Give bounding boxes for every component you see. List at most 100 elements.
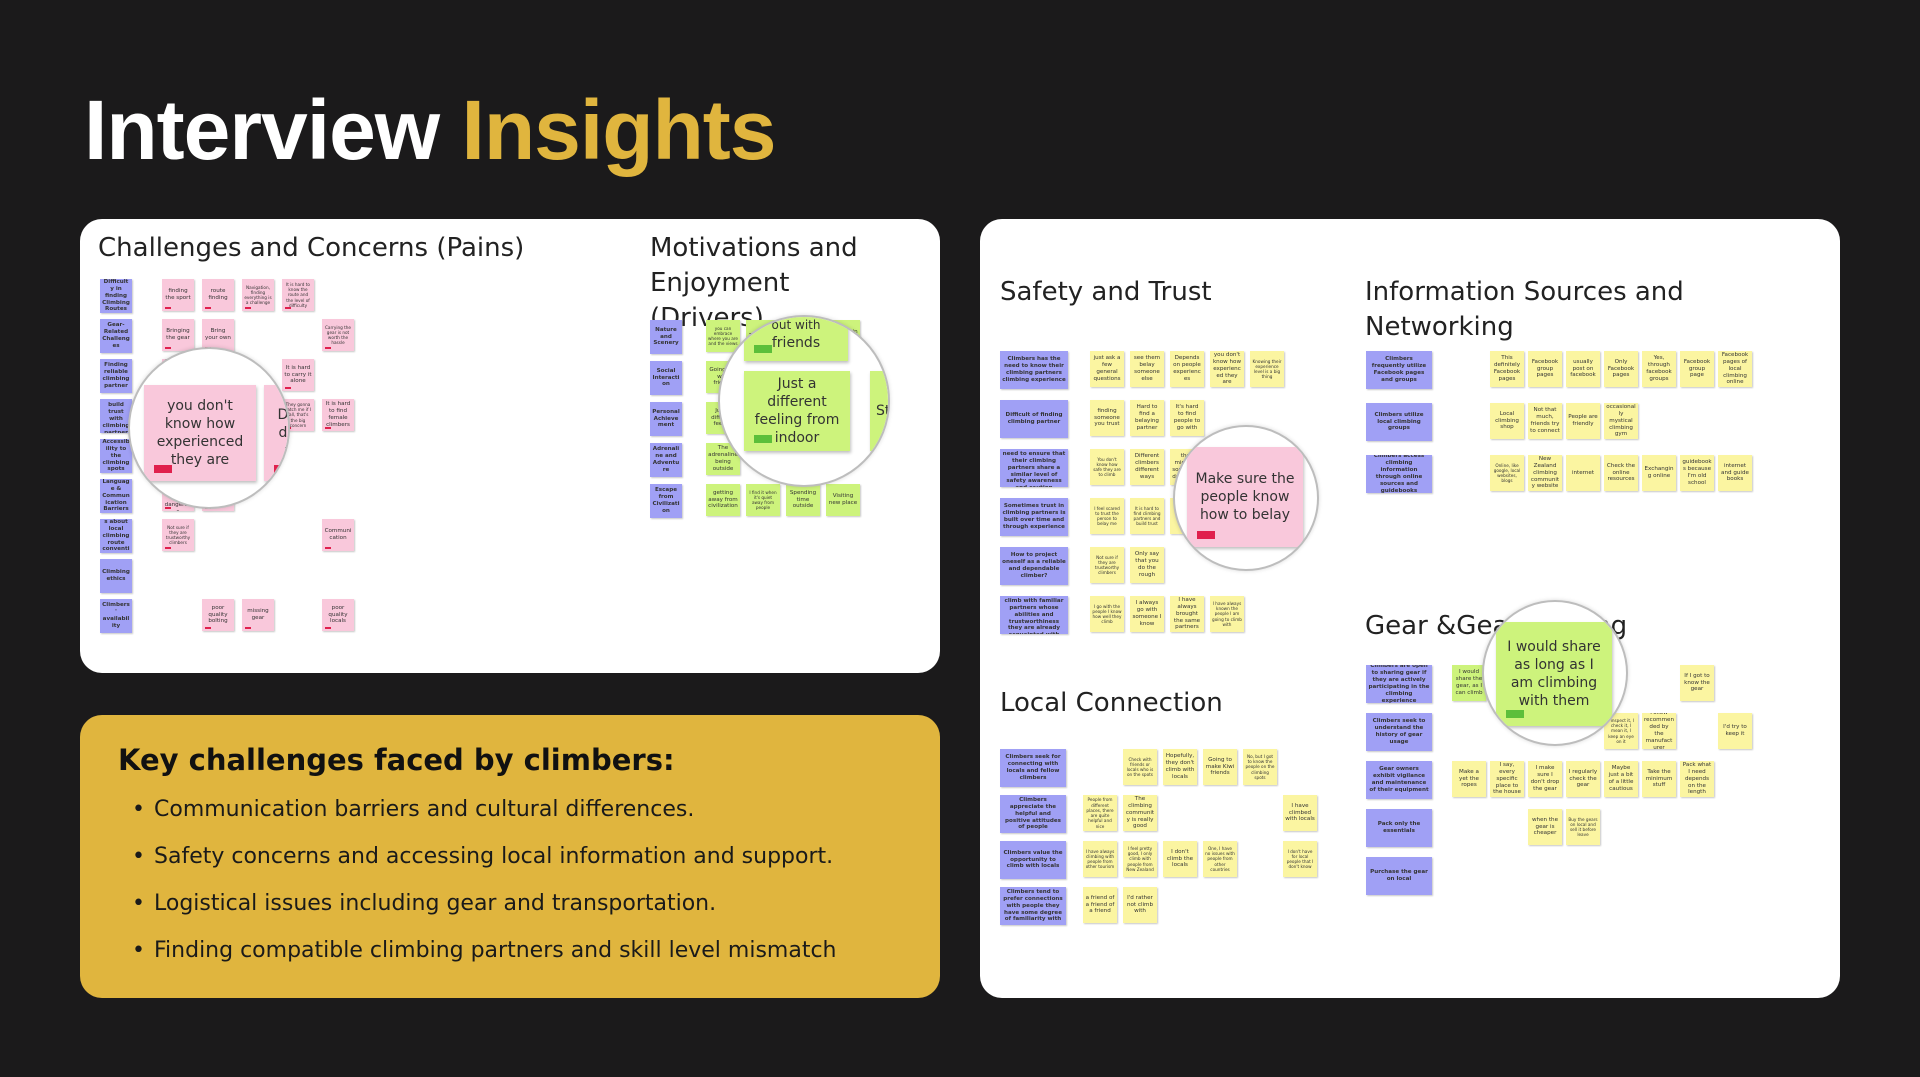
sticky-note: It is hard to know the route and the lev… <box>282 279 314 311</box>
sticky-note: finding someone you trust <box>1090 400 1124 436</box>
key-challenges-title: Key challenges faced by climbers: <box>118 743 675 777</box>
sticky-note: It's hard to find people to go with <box>1170 400 1204 436</box>
local-title: Local Connection <box>1000 688 1223 718</box>
sticky-note: just ask a few general questions <box>1090 351 1124 387</box>
sticky-note: poor quality locals <box>322 599 354 631</box>
sticky-note: poor quality bolting <box>202 599 234 631</box>
challenges-title: Challenges and Concerns (Pains) <box>98 233 525 263</box>
sticky-note: This definitely Facebook pages <box>1490 351 1524 387</box>
sticky-note: Navigation, finding everything is a chal… <box>242 279 274 311</box>
sticky-note: I regularly check the gear <box>1566 761 1600 797</box>
sticky-note: I'd rather not climb with <box>1123 887 1157 923</box>
sticky-note: I don't climb the locals <box>1163 841 1197 877</box>
category-label: How to project oneself as a reliable and… <box>1000 547 1068 585</box>
sticky-note: No, but I got to know the people on the … <box>1243 749 1277 785</box>
category-label: Finding reliable climbing partner <box>100 359 132 393</box>
sticky-note: Bringing the gear <box>162 319 194 351</box>
sticky-note: Facebook group pages <box>1528 351 1562 387</box>
challenges-motivations-board: Challenges and Concerns (Pains) Motivati… <box>80 219 940 673</box>
sticky-note: guidebooks because I'm old school <box>1680 455 1714 491</box>
category-label: Climbers utilize local climbing groups <box>1366 403 1432 441</box>
page-title: Interview Insights <box>84 83 777 177</box>
sticky-note: Knowing their experience level is a big … <box>1250 351 1284 387</box>
sticky-note: Buy the gears on local and sell it befor… <box>1566 809 1600 845</box>
category-label: Purchase the gear on local <box>1366 857 1432 895</box>
sticky-note: I have climbed with locals <box>1283 795 1317 831</box>
sticky-note: Depends on people experiences <box>1170 351 1204 387</box>
sticky-note: I say, every specific place to the house <box>1490 761 1524 797</box>
sticky-note: you don't know how experienced they are <box>1210 351 1244 387</box>
sticky-note: Facebook group page <box>1680 351 1714 387</box>
category-label: Personal Achievement <box>650 402 682 436</box>
sticky-note: I always go with someone I know <box>1130 596 1164 632</box>
sticky-note: a friend of a friend of a friend <box>1083 887 1117 923</box>
category-label: Climbers appreciate the helpful and posi… <box>1000 795 1066 833</box>
category-label: Concerns about local climbing route conv… <box>100 519 132 553</box>
category-label: Climbers value the opportunity to climb … <box>1000 841 1066 879</box>
zoom-sticky-note: Just a different feeling from indoor <box>744 371 850 451</box>
sticky-note: It is hard to find climbing partners and… <box>1130 498 1164 534</box>
sticky-note: Follow recommended by the manufacturer <box>1642 713 1676 749</box>
sticky-note: Online, like google, local websites, blo… <box>1490 455 1524 491</box>
category-label: Hard to build trust with climbing partne… <box>100 399 132 433</box>
sticky-note: Only say that you do the rough <box>1130 547 1164 583</box>
sticky-note: occasionally mystical climbing gym <box>1604 403 1638 439</box>
sticky-note: usually post on facebook <box>1566 351 1600 387</box>
sticky-note: Take the minimum stuff <box>1642 761 1676 797</box>
sticky-note: Facebook pages of local climbing online <box>1718 351 1752 387</box>
zoom-sticky-note-partial: Diffe diffe thi <box>264 385 288 481</box>
sticky-note: I'd try to keep it <box>1718 713 1752 749</box>
category-label: Climbers feel the need to ensure that th… <box>1000 449 1068 487</box>
category-label: Climbers are open to sharing gear if the… <box>1366 665 1432 703</box>
category-label: Climbers seek for connecting with locals… <box>1000 749 1066 787</box>
category-label: Pack only the essentials <box>1366 809 1432 847</box>
key-challenge-item: Communication barriers and cultural diff… <box>132 793 837 840</box>
sticky-note: New Zealand climbing community website <box>1528 455 1562 491</box>
safety-title: Safety and Trust <box>1000 277 1212 307</box>
sticky-note: It is hard to find female climbers <box>322 399 354 431</box>
category-label: Gear-Related Challenges <box>100 319 132 353</box>
category-label: Climbers tend to prefer connections with… <box>1000 887 1066 925</box>
sticky-note: People from different places, there are … <box>1083 795 1117 831</box>
sticky-note: I have always brought the same partners <box>1170 596 1204 632</box>
key-challenge-item: Safety concerns and accessing local info… <box>132 840 837 887</box>
sticky-note: Not sure if they are trustworthy climber… <box>1090 547 1124 583</box>
gear-magnifier: I would share as long as I am climbing w… <box>1482 600 1628 746</box>
sticky-note: route finding <box>202 279 234 311</box>
sticky-note: Pack what I need depends on the length <box>1680 761 1714 797</box>
category-label: Sometimes trust in climbing partners is … <box>1000 498 1068 536</box>
category-label: Climbing ethics <box>100 559 132 593</box>
sticky-note: internet <box>1566 455 1600 491</box>
info-title: Information Sources and Networking <box>1365 277 1684 343</box>
category-label: Difficulty in finding Climbing Routes <box>100 279 132 313</box>
sticky-note: You don't know how safe they are to clim… <box>1090 449 1124 485</box>
sticky-note: Hopefully, they don't climb with locals <box>1163 749 1197 785</box>
category-label: Difficult of finding climbing partner <box>1000 400 1068 438</box>
key-challenges-box: Key challenges faced by climbers: Commun… <box>80 715 940 998</box>
sticky-note: Different climbers different ways <box>1130 449 1164 485</box>
sticky-note: People are friendly <box>1566 403 1600 439</box>
sticky-note: One, I have no issues with people from o… <box>1203 841 1237 877</box>
category-label: Nature and Scenery <box>650 320 682 354</box>
sticky-note: you can embrace where you are and the vi… <box>706 320 740 352</box>
sticky-note: Bring your own <box>202 319 234 351</box>
zoom-sticky-note: I would share as long as I am climbing w… <box>1496 622 1612 726</box>
sticky-note: Not that much, friends try to connect <box>1528 403 1562 439</box>
category-label: Climbers' availability <box>100 599 132 633</box>
sticky-note: Maybe just a bit of a little cautious <box>1604 761 1638 797</box>
sticky-note: see them belay someone else <box>1130 351 1164 387</box>
sticky-note: I feel scared to trust the person to bel… <box>1090 498 1124 534</box>
zoom-sticky-note: you don't know how experienced they are <box>144 385 256 481</box>
sticky-note: I find it when it's quiet away from peop… <box>746 484 780 516</box>
sticky-note: Hard to find a belaying partner <box>1130 400 1164 436</box>
sticky-note: when the gear is cheaper <box>1528 809 1562 845</box>
category-label: Accessibility to the climbing spots <box>100 439 132 473</box>
category-label: Climbers has the need to know their clim… <box>1000 351 1068 389</box>
sticky-note: Yes, through facebook groups <box>1642 351 1676 387</box>
sticky-note: Check with friends or locals who is on t… <box>1123 749 1157 785</box>
category-label: Escape from Civilization <box>650 484 682 518</box>
zoom-sticky-note: Make sure the people know how to belay <box>1187 447 1303 547</box>
sticky-note: Make a yet the ropes <box>1452 761 1486 797</box>
